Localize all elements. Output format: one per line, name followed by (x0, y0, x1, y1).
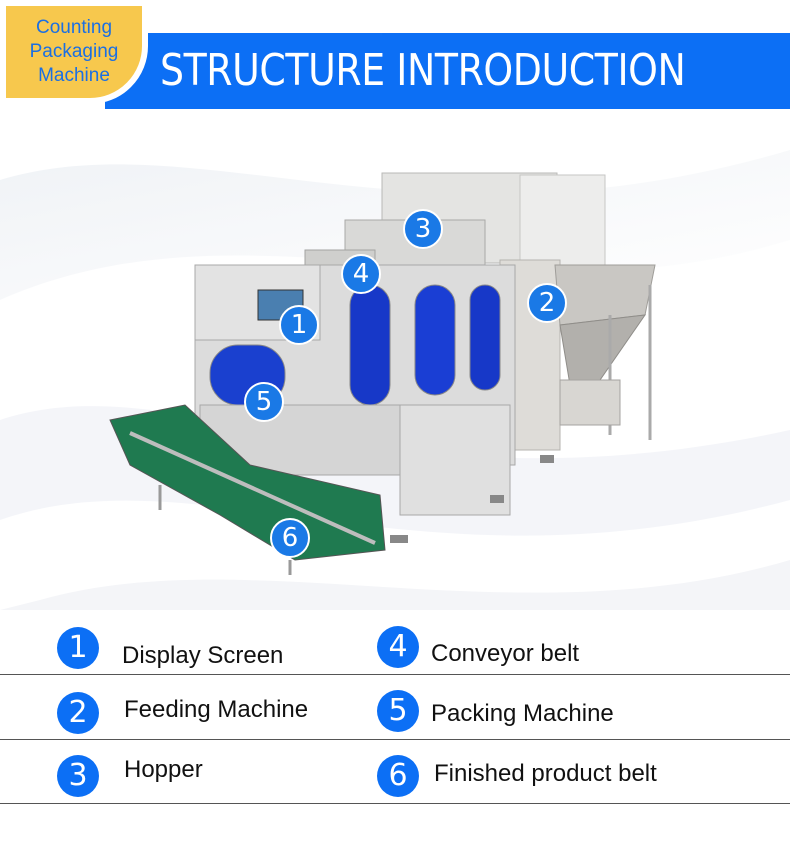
title-bar (105, 33, 790, 109)
marker-packing-machine: 5 (244, 382, 284, 422)
legend-number-3: 3 (57, 755, 99, 797)
badge-line-3: Machine (38, 65, 110, 86)
marker-conveyor-belt: 4 (341, 254, 381, 294)
badge-line-2: Packaging (29, 41, 119, 62)
marker-display-screen: 1 (279, 305, 319, 345)
legend-label-conveyor-belt: Conveyor belt (431, 640, 580, 667)
marker-feeding-machine: 2 (527, 283, 567, 323)
legend-number-1: 1 (57, 627, 99, 669)
legend-label-display-screen: Display Screen (122, 642, 284, 669)
legend-number-2: 2 (57, 692, 99, 734)
machine-illustration (109, 172, 656, 575)
legend-label-hopper: Hopper (124, 756, 203, 783)
marker-hopper: 3 (403, 209, 443, 249)
page-title: STRUCTURE INTRODUCTION (160, 45, 686, 96)
legend-number-4: 4 (377, 626, 419, 668)
marker-finished-product-belt: 6 (270, 518, 310, 558)
legend-divider (0, 674, 790, 675)
legend: 1 Display Screen 2 Feeding Machine 3 Hop… (0, 610, 790, 810)
legend-label-finished-product-belt: Finished product belt (434, 760, 657, 787)
legend-label-feeding-machine: Feeding Machine (124, 696, 309, 723)
badge-line-1: Counting (35, 17, 113, 38)
legend-label-packing-machine: Packing Machine (431, 700, 614, 727)
legend-divider (0, 803, 790, 804)
legend-divider (0, 739, 790, 740)
legend-number-5: 5 (377, 690, 419, 732)
product-badge: Counting Packaging Machine (0, 0, 148, 104)
legend-number-6: 6 (377, 755, 419, 797)
